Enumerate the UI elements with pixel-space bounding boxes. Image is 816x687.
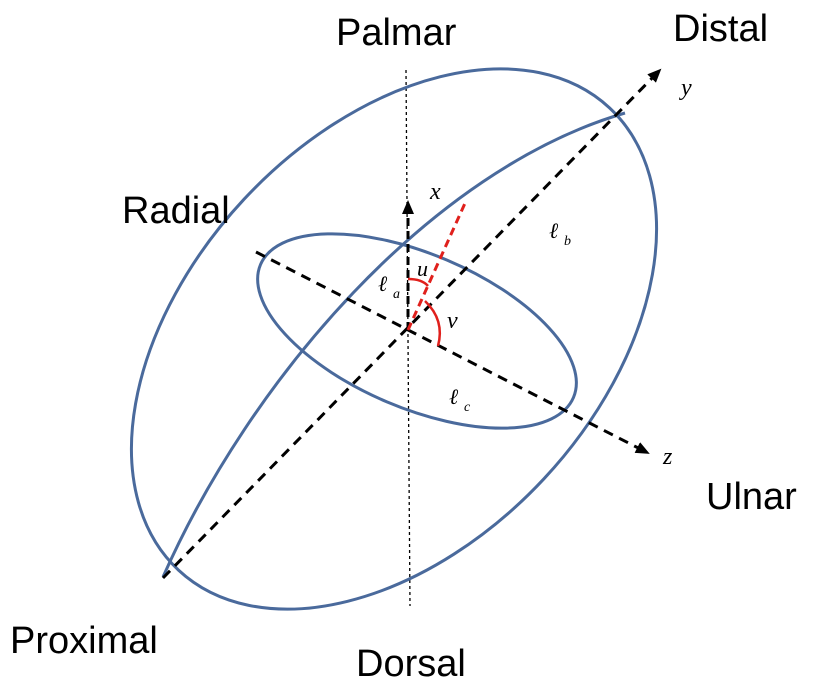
proximal-label: Proximal: [10, 620, 158, 662]
semi-axis-a-label: ℓ a: [378, 271, 400, 302]
distal-label: Distal: [673, 8, 769, 50]
cross-section-ellipse: [256, 232, 578, 430]
semi-axis-c-label: ℓ c: [449, 384, 471, 415]
ell-a-symbol: ℓ: [378, 271, 388, 296]
angle-v-arc: [424, 300, 442, 347]
angle-u-arc: [407, 277, 429, 287]
ell-a-subscript: a: [393, 287, 400, 302]
angle-v-label: v: [447, 308, 458, 334]
x-axis-label: x: [429, 179, 441, 205]
ulnar-label: Ulnar: [706, 476, 797, 518]
longitudinal-arc: [161, 111, 626, 578]
direction-vector: [406, 200, 468, 331]
radial-label: Radial: [122, 190, 230, 232]
ell-b-subscript: b: [564, 234, 571, 249]
z-axis: [255, 250, 650, 455]
semi-axis-b-label: ℓ b: [549, 218, 571, 249]
palmar-label: Palmar: [336, 12, 457, 54]
y-axis-label: y: [679, 75, 692, 101]
palmar-dorsal-reference-line: [405, 69, 411, 607]
z-axis-label: z: [662, 444, 673, 470]
ell-b-symbol: ℓ: [549, 218, 559, 243]
angle-u-label: u: [417, 256, 428, 281]
dorsal-label: Dorsal: [356, 643, 466, 685]
ell-c-symbol: ℓ: [449, 384, 459, 409]
ell-c-subscript: c: [464, 400, 471, 415]
outer-ellipse: [129, 67, 659, 611]
